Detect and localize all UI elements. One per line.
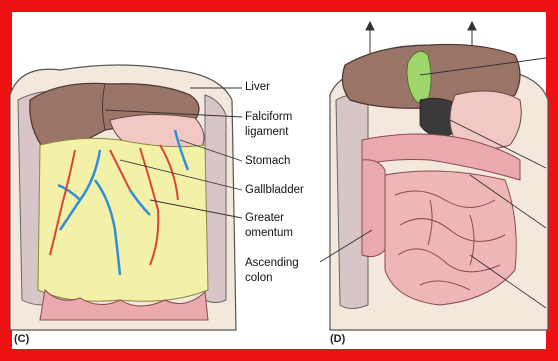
- ascending-colon-shape: [362, 160, 385, 257]
- panel-c-drawing: [10, 65, 236, 330]
- label-ascending-colon-line1: Ascending: [245, 256, 299, 271]
- right-body-wall: [205, 95, 226, 303]
- panel-label-c: (C): [14, 333, 29, 345]
- label-ascending-colon: Ascending colon: [245, 256, 299, 286]
- panel-d-drawing: [330, 22, 548, 330]
- label-falciform-ligament: Falciform ligament: [245, 110, 292, 140]
- panel-label-d: (D): [330, 333, 345, 345]
- label-gallbladder: Gallbladder: [245, 183, 304, 198]
- label-greater-omentum-line2: omentum: [245, 226, 293, 241]
- label-liver: Liver: [245, 80, 270, 95]
- greater-omentum-shape: [38, 138, 208, 301]
- label-falciform-line2: ligament: [245, 125, 292, 140]
- label-greater-omentum-line1: Greater: [245, 211, 293, 226]
- label-stomach: Stomach: [245, 154, 290, 169]
- label-falciform-line1: Falciform: [245, 110, 292, 125]
- small-intestine-shape: [385, 171, 516, 305]
- label-ascending-colon-line2: colon: [245, 271, 299, 286]
- label-greater-omentum: Greater omentum: [245, 211, 293, 241]
